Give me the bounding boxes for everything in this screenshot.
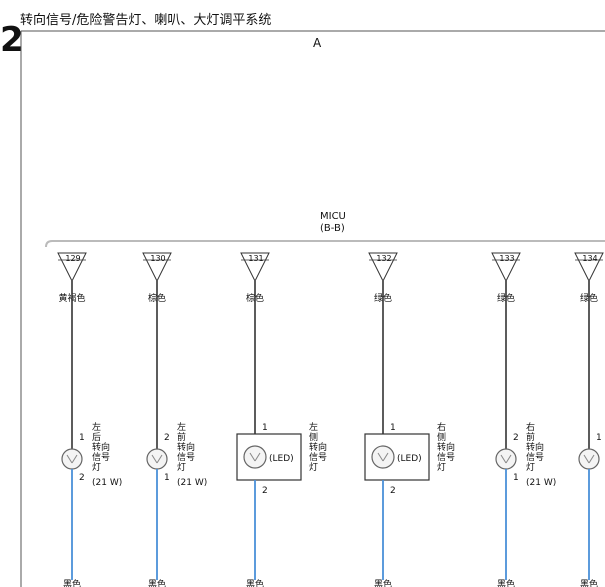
page-number: 2 [0, 20, 24, 60]
terminal-number-top: 2 [164, 433, 170, 443]
component-name-line: 左 [177, 421, 186, 433]
component-name-line: 左 [92, 421, 101, 433]
component-name-line: 侧 [437, 431, 446, 443]
component-name-line: 灯 [177, 462, 186, 473]
pin-number: 130 [150, 254, 165, 263]
bulb-filament [249, 452, 256, 462]
terminal-number-bottom: 2 [262, 486, 268, 496]
terminal-number-top: 1 [79, 433, 85, 443]
page-title: 转向信号/危险警告灯、喇叭、大灯调平系统 [20, 13, 272, 28]
bulb-icon [146, 448, 168, 470]
component-name-line: 信号 [437, 451, 455, 463]
component-name-line: 灯 [92, 462, 101, 473]
wire-color-label-bottom: 黑色 [148, 578, 166, 587]
component-name-line: 灯 [309, 462, 318, 473]
bulb-icon [243, 445, 267, 469]
led-label: (LED) [269, 454, 294, 464]
component-name-line: 转向 [437, 441, 455, 453]
bulb-filament [151, 454, 158, 464]
bulb-rating: (21 W) [526, 478, 556, 488]
led-label: (LED) [397, 454, 422, 464]
bulb-icon [578, 448, 600, 470]
module-bus-line [45, 240, 605, 248]
wire-color-label-bottom: 黑色 [497, 578, 515, 587]
bulb-filament [66, 454, 73, 464]
pin-number: 129 [65, 254, 80, 263]
terminal-number-top: 1 [262, 423, 268, 433]
bulb-filament [583, 454, 590, 464]
component-name-line: 转向 [92, 441, 110, 453]
pin-number: 131 [248, 254, 263, 263]
pin-number: 132 [376, 254, 391, 263]
component-name-line: 信号 [309, 451, 327, 463]
pin-number: 134 [582, 254, 597, 263]
wire-color-label-bottom: 黑色 [246, 578, 264, 587]
component-name-line: 转向 [526, 441, 544, 453]
bulb-filament [156, 454, 163, 464]
terminal-number-top: 1 [390, 423, 396, 433]
component-name-line: 侧 [309, 431, 318, 443]
terminal-number-bottom: 1 [164, 473, 170, 483]
terminal-number-bottom: 1 [513, 473, 519, 483]
bulb-filament [254, 452, 261, 462]
column-label: A [313, 36, 322, 50]
terminal-number-top: 1 [596, 433, 602, 443]
component-name-line: 灯 [437, 462, 446, 473]
bulb-filament [505, 454, 512, 464]
wire-color-label-bottom: 黑色 [374, 578, 392, 587]
component-name-line: 信号 [526, 451, 544, 463]
bulb-filament [500, 454, 507, 464]
module-location: (B-B) [320, 223, 345, 234]
bulb-icon [495, 448, 517, 470]
bulb-rating: (21 W) [92, 478, 122, 488]
bulb-filament [382, 452, 389, 462]
component-name-line: 转向 [309, 441, 327, 453]
component-name-line: 灯 [526, 462, 535, 473]
component-name-line: 左 [309, 421, 318, 433]
pin-number: 133 [499, 254, 514, 263]
component-name-line: 信号 [177, 451, 195, 463]
component-name-line: 前 [177, 431, 186, 443]
component-name-line: 信号 [92, 451, 110, 463]
module-name: MICU [320, 211, 346, 222]
terminal-number-bottom: 2 [79, 473, 85, 483]
wire-color-label-bottom: 黑色 [580, 578, 598, 587]
bulb-filament [588, 454, 595, 464]
component-name-line: 右 [526, 421, 535, 433]
bulb-filament [71, 454, 78, 464]
component-name-line: 后 [92, 432, 101, 443]
component-name-line: 右 [437, 421, 446, 433]
bulb-icon [61, 448, 83, 470]
bulb-filament [377, 452, 384, 462]
wire-color-label-bottom: 黑色 [63, 578, 81, 587]
component-name-line: 前 [526, 431, 535, 443]
bulb-rating: (21 W) [177, 478, 207, 488]
terminal-number-top: 2 [513, 433, 519, 443]
terminal-number-bottom: 2 [390, 486, 396, 496]
bulb-icon [371, 445, 395, 469]
component-name-line: 转向 [177, 441, 195, 453]
